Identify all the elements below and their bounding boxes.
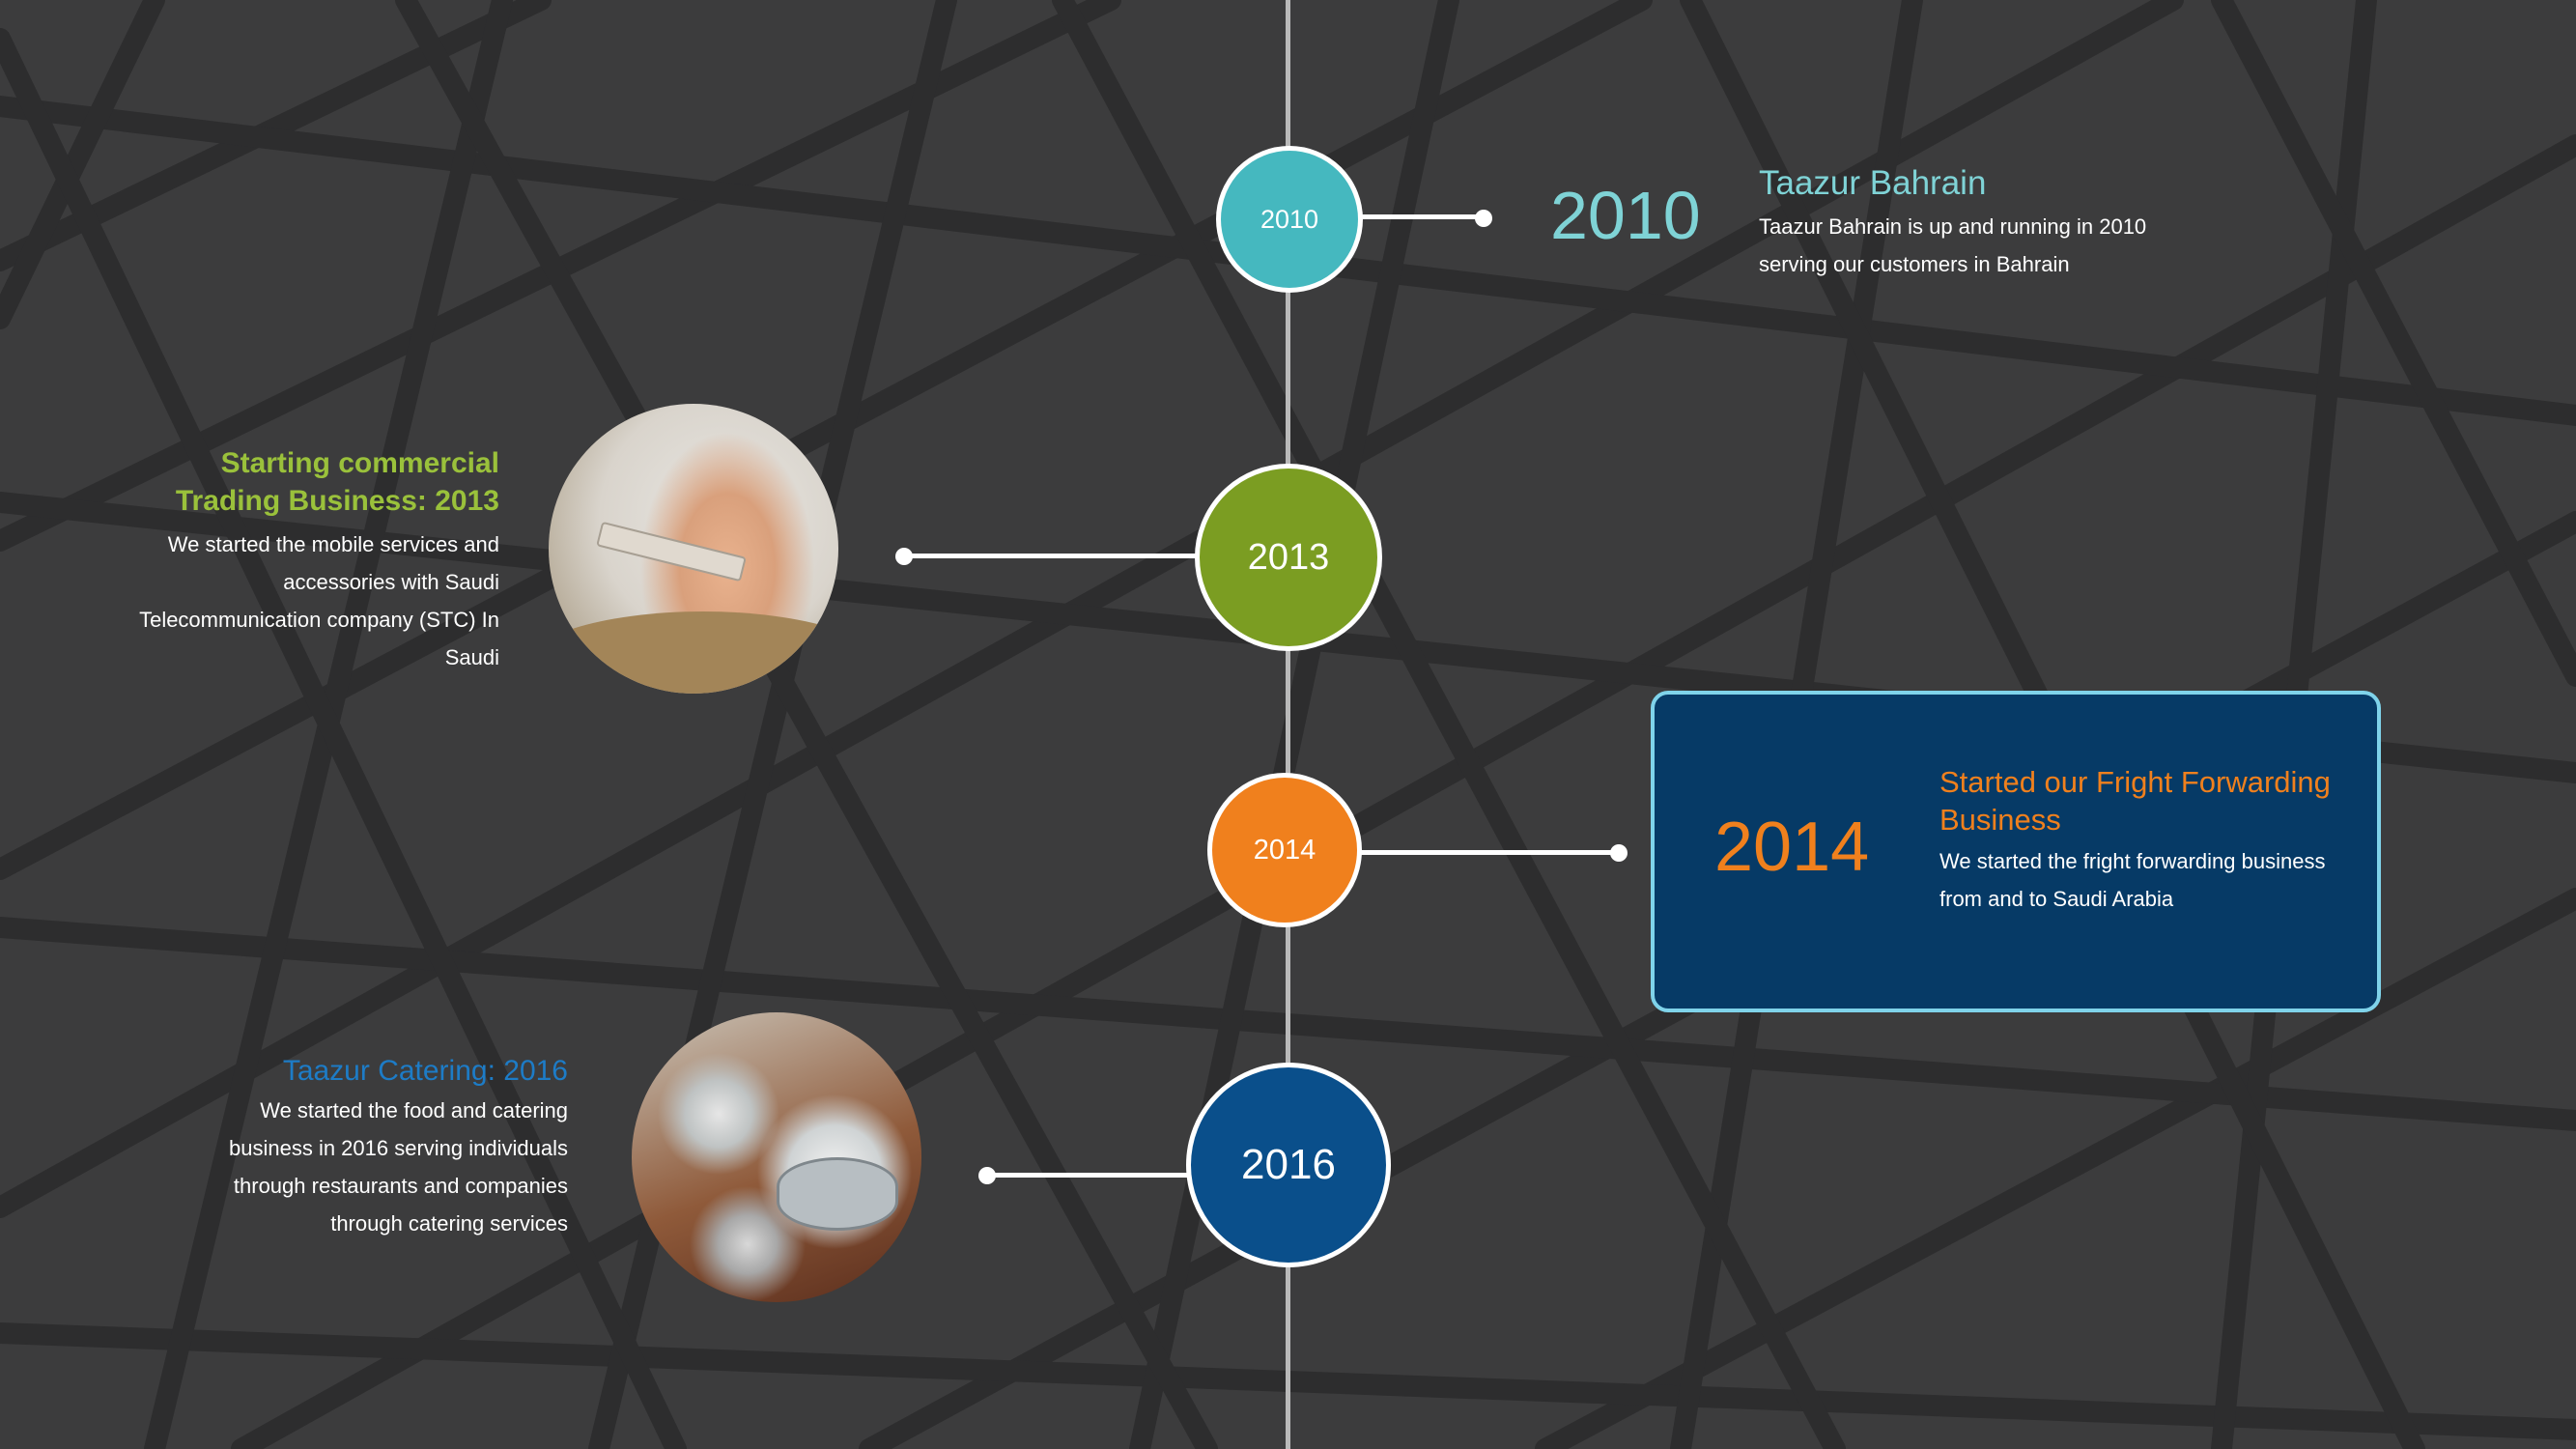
connector-2013: [903, 554, 1198, 558]
milestone-description-2014: We started the fright forwarding busines…: [1939, 849, 2326, 911]
connector-dot-2014: [1610, 844, 1628, 862]
year-node-2013: 2013: [1195, 464, 1382, 651]
photo-phone: [596, 521, 747, 582]
connector-2016: [987, 1173, 1190, 1178]
milestone-title-2014: Started our Fright Forwarding Business: [1939, 765, 2331, 837]
catering-photo: [632, 1012, 921, 1302]
connector-dot-2013: [895, 548, 913, 565]
year-heading-2014: 2014: [1714, 809, 1870, 886]
milestone-description-2013: We started the mobile services and acces…: [139, 532, 499, 669]
timeline-axis: [1286, 0, 1290, 1449]
connector-dot-2016: [978, 1167, 996, 1184]
milestone-title-2013: Starting commercial Trading Business: 20…: [175, 447, 499, 517]
year-node-2010: 2010: [1216, 146, 1363, 293]
milestone-description-2010: Taazur Bahrain is up and running in 2010…: [1759, 214, 2147, 276]
milestone-title-2016: Taazur Catering: 2016: [282, 1055, 568, 1087]
photo-sleeve: [549, 611, 838, 694]
connector-dot-2010: [1475, 210, 1492, 227]
year-node-2016: 2016: [1186, 1063, 1391, 1267]
milestone-description-2016: We started the food and catering busines…: [229, 1098, 568, 1236]
smartphone-photo: [549, 404, 838, 694]
year-node-2014: 2014: [1207, 773, 1362, 927]
milestone-title-2010: Taazur Bahrain: [1759, 164, 1987, 202]
connector-2010: [1357, 214, 1483, 219]
connector-2014: [1357, 850, 1620, 855]
photo-tray: [777, 1157, 898, 1231]
year-node-label: 2010: [1260, 205, 1319, 234]
milestone-card-2014: [1651, 691, 2381, 1012]
year-heading-2010: 2010: [1550, 178, 1701, 253]
